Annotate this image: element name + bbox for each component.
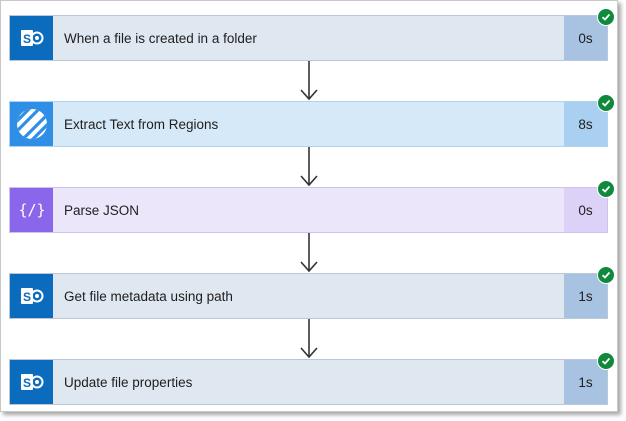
sharepoint-icon-box: S bbox=[10, 274, 53, 318]
step-get-file-metadata[interactable]: S Get file metadata using path 1s bbox=[9, 273, 608, 319]
extract-icon-box bbox=[10, 102, 53, 146]
step-when-file-created[interactable]: S When a file is created in a folder 0s bbox=[9, 15, 608, 61]
svg-text:{/}: {/} bbox=[19, 201, 45, 219]
svg-text:S: S bbox=[22, 290, 30, 304]
step-label: Update file properties bbox=[64, 374, 193, 390]
svg-text:S: S bbox=[22, 32, 30, 46]
step-extract-text[interactable]: Extract Text from Regions 8s bbox=[9, 101, 608, 147]
sharepoint-icon: S bbox=[20, 288, 43, 304]
step-label: Extract Text from Regions bbox=[64, 116, 219, 132]
step-update-file-properties[interactable]: S Update file properties 1s bbox=[9, 359, 608, 405]
success-check-icon bbox=[597, 8, 615, 26]
sharepoint-icon-box: S bbox=[10, 360, 53, 404]
step-label: When a file is created in a folder bbox=[64, 30, 257, 46]
sharepoint-icon: S bbox=[20, 374, 43, 390]
success-check-icon bbox=[597, 266, 615, 284]
flow-arrow-icon bbox=[300, 319, 318, 359]
stripes-icon bbox=[16, 109, 47, 139]
step-parse-json[interactable]: {/} Parse JSON 0s bbox=[9, 187, 608, 233]
step-label: Get file metadata using path bbox=[64, 288, 233, 304]
json-icon-box: {/} bbox=[10, 188, 53, 232]
sharepoint-icon-box: S bbox=[10, 16, 53, 60]
step-duration: 8s bbox=[564, 102, 607, 146]
flow-run-panel: S When a file is created in a folder 0s … bbox=[0, 0, 618, 412]
success-check-icon bbox=[597, 352, 615, 370]
flow-arrow-icon bbox=[300, 61, 318, 101]
success-check-icon bbox=[597, 94, 615, 112]
svg-text:S: S bbox=[22, 376, 30, 390]
success-check-icon bbox=[597, 180, 615, 198]
step-label: Parse JSON bbox=[64, 202, 140, 218]
json-braces-icon: {/} bbox=[19, 201, 45, 219]
sharepoint-icon: S bbox=[20, 30, 43, 46]
flow-arrow-icon bbox=[300, 233, 318, 273]
flow-arrow-icon bbox=[300, 147, 318, 187]
